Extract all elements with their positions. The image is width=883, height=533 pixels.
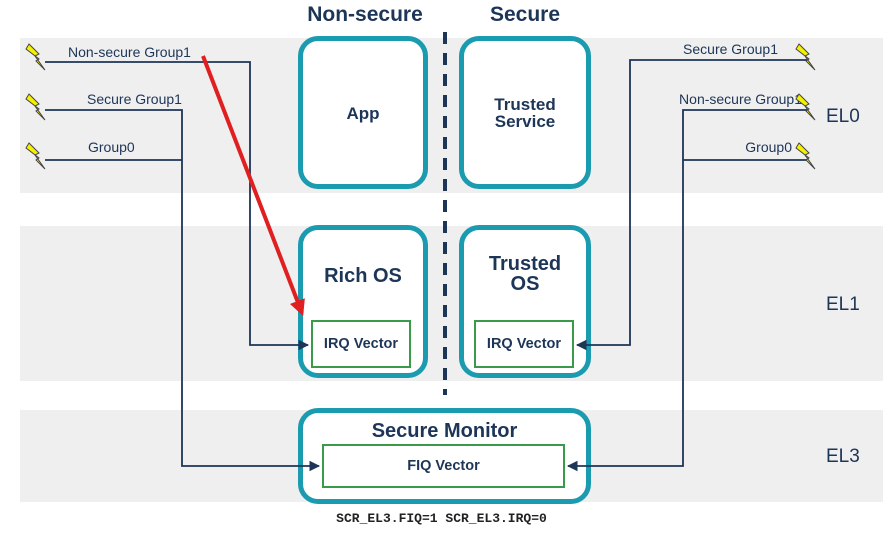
lightning-bolt-icon bbox=[795, 43, 816, 71]
rich-os-title: Rich OS bbox=[324, 265, 402, 287]
fiq-vector: FIQ Vector bbox=[322, 444, 565, 488]
right-secure-group1-line bbox=[575, 59, 808, 351]
el1-band bbox=[20, 226, 883, 381]
scr-el3-footer: SCR_EL3.FIQ=1 SCR_EL3.IRQ=0 bbox=[336, 511, 547, 526]
right-non-secure-group1-line bbox=[566, 109, 808, 472]
highlight-arrow bbox=[201, 55, 305, 316]
secure-column-header: Secure bbox=[489, 3, 561, 26]
left-signal-non-secure-group1: Non-secure Group1 bbox=[68, 44, 191, 60]
lightning-bolt-icon bbox=[25, 142, 46, 170]
el3-label: EL3 bbox=[826, 446, 860, 467]
left-secure-group1-line bbox=[45, 109, 321, 472]
trusted-service-title: Trusted Service bbox=[494, 95, 556, 131]
el0-label: EL0 bbox=[826, 106, 860, 127]
right-signal-secure-group1: Secure Group1 bbox=[683, 41, 778, 57]
left-non-secure-group1-line bbox=[45, 61, 310, 351]
trusted-os-title: Trusted OS bbox=[488, 253, 562, 295]
non-secure-column-header: Non-secure bbox=[307, 3, 423, 26]
lightning-bolt-icon bbox=[795, 142, 816, 170]
non-secure-irq-vector: IRQ Vector bbox=[311, 320, 411, 368]
secure-monitor-title: Secure Monitor bbox=[371, 420, 518, 442]
lightning-bolt-icon bbox=[25, 43, 46, 71]
app-box: App bbox=[298, 36, 428, 189]
el1-label: EL1 bbox=[826, 294, 860, 315]
app-title: App bbox=[346, 104, 380, 123]
right-signal-group0: Group0 bbox=[745, 139, 792, 155]
left-signal-secure-group1: Secure Group1 bbox=[87, 91, 182, 107]
trusted-service-box: Trusted Service bbox=[459, 36, 591, 189]
lightning-bolt-icon bbox=[795, 93, 816, 121]
el0-band bbox=[20, 38, 883, 193]
secure-irq-vector: IRQ Vector bbox=[474, 320, 574, 368]
left-signal-group0: Group0 bbox=[88, 139, 135, 155]
lightning-bolt-icon bbox=[25, 93, 46, 121]
right-signal-non-secure-group1: Non-secure Group1 bbox=[679, 91, 802, 107]
